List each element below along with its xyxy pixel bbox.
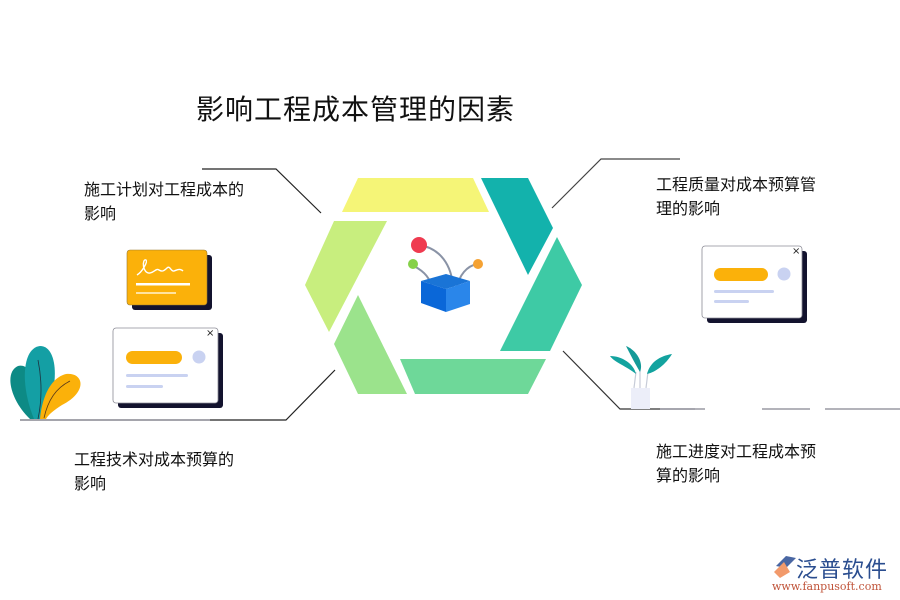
hex-segment-bottom bbox=[400, 359, 546, 394]
brand-name: 泛普软件 bbox=[796, 558, 889, 583]
factor-label-engineering-quality: 工程质量对成本预算管理的影响 bbox=[656, 175, 817, 218]
hex-segment-left bbox=[305, 221, 387, 332]
factor-label-engineering-technology: 工程技术对成本预算的影响 bbox=[74, 450, 235, 493]
close-icon: × bbox=[206, 328, 215, 339]
brand-url: www.fanpusoft.com bbox=[772, 580, 882, 593]
factor-label-construction-progress: 施工进度对工程成本预算的影响 bbox=[656, 442, 817, 485]
hex-segment-bottom-left bbox=[334, 295, 407, 394]
close-icon: × bbox=[792, 246, 801, 257]
popup-card-right-icon bbox=[701, 245, 807, 323]
signature-card-icon bbox=[126, 249, 212, 310]
hex-segment-top bbox=[342, 178, 489, 212]
hex-segment-top-right bbox=[481, 178, 553, 275]
fanpu-logo-icon bbox=[774, 556, 796, 578]
plant-right-icon bbox=[610, 346, 672, 409]
box-network-icon bbox=[408, 237, 483, 312]
connector-line-top-left bbox=[202, 168, 322, 214]
hex-segment-right bbox=[500, 237, 582, 351]
connector-line-bottom-right bbox=[562, 350, 695, 410]
popup-card-left-icon bbox=[112, 327, 223, 408]
page-title: 影响工程成本管理的因素 bbox=[196, 93, 516, 126]
connector-line-top-right bbox=[551, 158, 680, 209]
factor-label-construction-plan: 施工计划对工程成本的影响 bbox=[84, 180, 245, 223]
plant-left-icon bbox=[10, 346, 81, 420]
